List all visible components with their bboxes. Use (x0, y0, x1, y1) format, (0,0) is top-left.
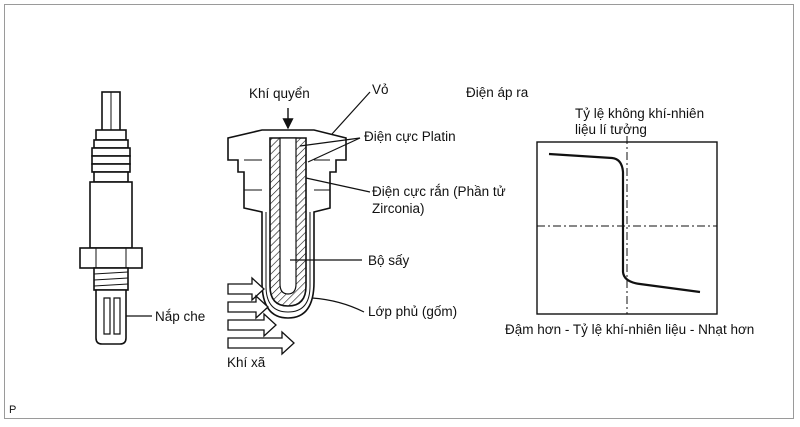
cover-label: Nắp che (155, 309, 205, 324)
exhaust-arrow-3 (227, 312, 277, 338)
exhaust-arrows (227, 276, 295, 356)
exhaust-arrow-1 (227, 276, 265, 302)
platinum-leader-line-2 (307, 137, 361, 163)
platinum-electrode-label: Điện cực Platin (364, 129, 456, 144)
exhaust-arrow-2 (227, 294, 269, 320)
ideal-ratio-label-line2: liệu lí tưởng (575, 122, 647, 137)
housing-label: Vỏ (372, 82, 389, 97)
coating-label: Lớp phủ (gốm) (368, 304, 457, 319)
solid-electrode-label-line1: Điện cực rắn (Phần tử (372, 184, 506, 199)
voltage-curve (548, 152, 701, 294)
heater-label: Bộ sấy (368, 253, 410, 268)
output-voltage-label: Điện áp ra (466, 85, 529, 100)
corner-mark: P (9, 404, 16, 416)
voltage-graph (536, 136, 718, 315)
exhaust-arrow-4 (227, 330, 295, 356)
exhaust-label: Khí xã (227, 355, 266, 370)
xaxis-label: Đậm hơn - Tỷ lệ khí-nhiên liệu - Nhạt hơ… (505, 322, 754, 337)
sensor-exterior-drawing (79, 91, 143, 345)
housing-leader-line (331, 91, 371, 135)
solid-electrode-leader-line (305, 177, 371, 193)
solid-electrode-label-line2: Zirconia) (372, 201, 425, 216)
sensor-cross-section (227, 129, 347, 319)
atmosphere-label: Khí quyển (249, 86, 310, 101)
ideal-ratio-label-line1: Tỷ lệ không khí-nhiên (575, 106, 704, 121)
coating-leader-line (311, 297, 365, 313)
platinum-leader-line-1 (299, 137, 361, 147)
